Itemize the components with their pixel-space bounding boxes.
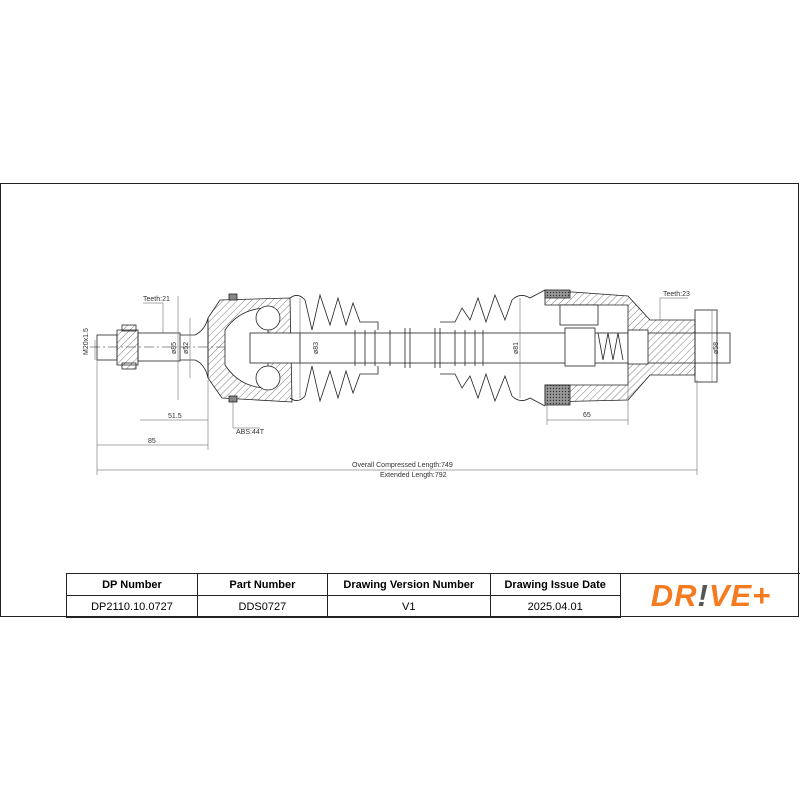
title-block: DP Number Part Number Drawing Version Nu…: [66, 573, 800, 618]
spring: [597, 332, 624, 361]
diameter-label: ø52: [183, 342, 190, 354]
abs-label: ABS:44T: [236, 429, 265, 436]
header-version: Drawing Version Number: [326, 573, 491, 596]
teeth-left-label: Teeth:21: [143, 296, 170, 303]
dimension-85: 85: [148, 438, 156, 445]
thread-end: [96, 334, 118, 361]
diameter-label: ø58: [713, 342, 720, 354]
thread-label: M20x1.5: [83, 328, 90, 355]
header-issue-date: Drawing Issue Date: [489, 573, 621, 596]
header-part-number: Part Number: [196, 573, 328, 596]
header-dp-number: DP Number: [66, 573, 198, 596]
diameter-label: ø81: [513, 342, 520, 354]
dimension-65: 65: [583, 412, 591, 419]
logo-cell: [619, 573, 800, 618]
dimension-51-5: 51.5: [168, 413, 182, 420]
flange: [694, 309, 718, 383]
logo-text: DR: [650, 578, 698, 613]
part-number: DDS0727: [196, 595, 328, 618]
boot-left: [289, 293, 379, 331]
issue-date: 2025.04.01: [489, 595, 621, 618]
diameter-label: ø85: [171, 342, 178, 354]
diameter-label: ø83: [313, 342, 320, 354]
extended-length-label: Extended Length:792: [380, 472, 447, 479]
dp-number: DP2110.10.0727: [66, 595, 198, 618]
teeth-right-label: Teeth:23: [663, 291, 690, 298]
drive-plus-logo: DR!VE+: [622, 575, 800, 617]
logo-text: !: [697, 578, 709, 613]
nut: [116, 329, 139, 366]
overall-length-label: Overall Compressed Length:749: [352, 462, 453, 469]
logo-text: VE+: [708, 578, 772, 613]
version: V1: [326, 595, 491, 618]
